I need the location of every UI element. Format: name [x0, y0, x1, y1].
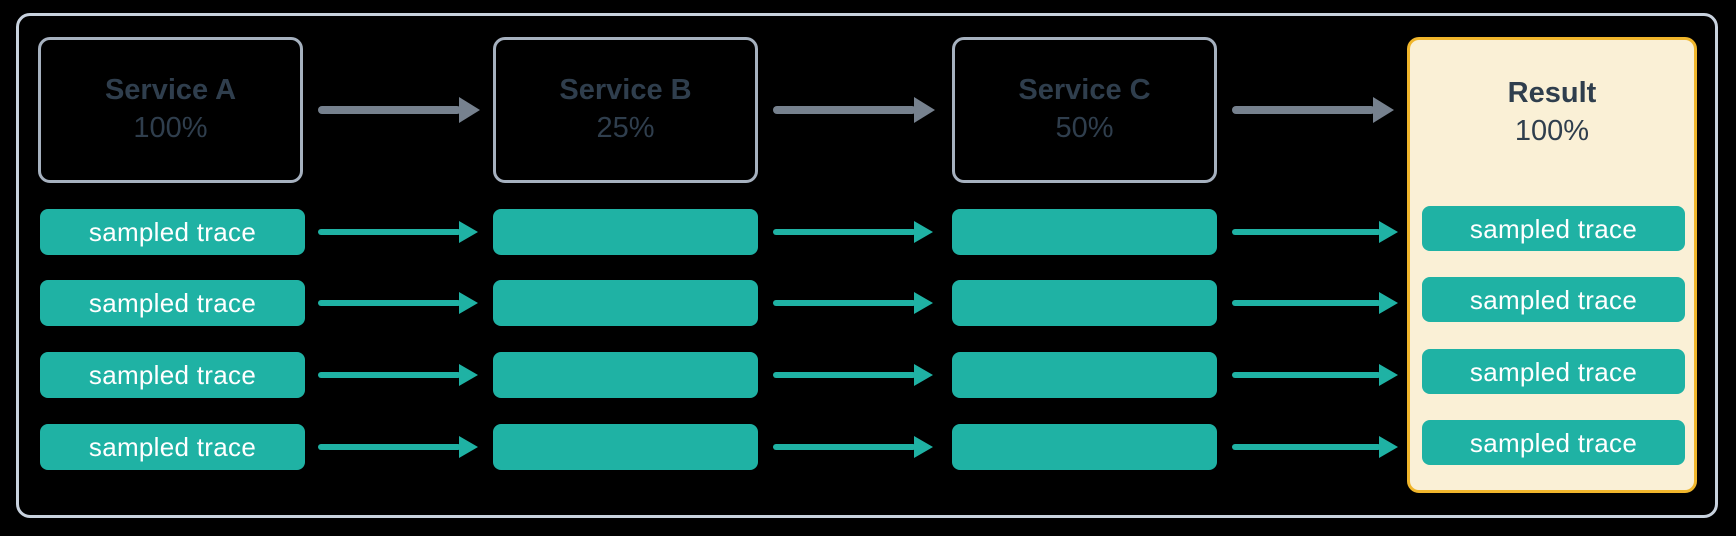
trace-arrow-icon	[1232, 219, 1398, 245]
trace-arrow-icon	[1232, 434, 1398, 460]
trace-label: sampled trace	[1469, 284, 1638, 315]
arrow-shaft	[773, 300, 916, 306]
result-trace-box-3: sampled trace	[1422, 349, 1685, 394]
trace-label: sampled trace	[88, 432, 257, 462]
arrow-shaft	[318, 300, 461, 306]
service-a-label: Service A	[104, 74, 237, 107]
trace-label: sampled trace	[1469, 356, 1638, 387]
flow-arrow-icon	[1232, 97, 1394, 123]
arrow-shaft	[318, 444, 461, 450]
arrow-shaft	[1232, 372, 1381, 378]
arrow-shaft	[1232, 229, 1381, 235]
arrow-head-icon	[914, 436, 933, 458]
arrow-shaft	[773, 229, 916, 235]
arrow-head-icon	[459, 436, 478, 458]
service-a-trace-box-1: sampled trace	[40, 209, 305, 255]
arrow-head-icon	[914, 364, 933, 386]
trace-arrow-icon	[318, 290, 478, 316]
service-b-rate: 25%	[596, 112, 655, 144]
result-trace-box-1: sampled trace	[1422, 206, 1685, 251]
diagram-frame	[16, 13, 1718, 518]
service-b-trace-box-3	[493, 352, 758, 398]
service-b-trace-box-2	[493, 280, 758, 326]
arrow-shaft	[318, 372, 461, 378]
service-b-trace-box-4	[493, 424, 758, 470]
trace-arrow-icon	[318, 219, 478, 245]
trace-arrow-icon	[1232, 362, 1398, 388]
trace-arrow-icon	[773, 290, 933, 316]
service-a-trace-box-4: sampled trace	[40, 424, 305, 470]
arrow-shaft	[1232, 444, 1381, 450]
arrow-head-icon	[459, 221, 478, 243]
arrow-head-icon	[459, 292, 478, 314]
service-c-label: Service C	[1018, 74, 1151, 107]
trace-arrow-icon	[318, 362, 478, 388]
arrow-head-icon	[914, 221, 933, 243]
arrow-head-icon	[1373, 97, 1394, 123]
trace-arrow-icon	[773, 434, 933, 460]
trace-label: sampled trace	[1469, 213, 1638, 244]
result-rate: 100%	[1514, 115, 1590, 147]
flow-arrow-icon	[773, 97, 935, 123]
service-c-trace-box-4	[952, 424, 1217, 470]
service-c-trace-box-3	[952, 352, 1217, 398]
service-a-rate: 100%	[133, 112, 208, 144]
result-trace-box-4: sampled trace	[1422, 420, 1685, 465]
arrow-head-icon	[459, 364, 478, 386]
arrow-shaft	[1232, 300, 1381, 306]
service-c-node: Service C 50%	[952, 37, 1217, 183]
arrow-shaft	[773, 106, 916, 114]
trace-arrow-icon	[318, 434, 478, 460]
service-a-trace-box-3: sampled trace	[40, 352, 305, 398]
arrow-shaft	[773, 372, 916, 378]
service-b-node: Service B 25%	[493, 37, 758, 183]
flow-arrow-icon	[318, 97, 480, 123]
trace-label: sampled trace	[88, 217, 257, 247]
service-b-label: Service B	[559, 74, 692, 107]
result-trace-box-2: sampled trace	[1422, 277, 1685, 322]
service-a-node: Service A 100%	[38, 37, 303, 183]
arrow-shaft	[318, 229, 461, 235]
service-a-trace-box-2: sampled trace	[40, 280, 305, 326]
trace-arrow-icon	[773, 362, 933, 388]
result-label: Result	[1507, 77, 1597, 110]
arrow-head-icon	[914, 97, 935, 123]
arrow-shaft	[318, 106, 461, 114]
arrow-head-icon	[914, 292, 933, 314]
result-node: Result 100% sampled trace sampled trace …	[1407, 37, 1697, 493]
result-header: Result 100%	[1410, 40, 1694, 186]
trace-label: sampled trace	[88, 288, 257, 318]
trace-arrow-icon	[1232, 290, 1398, 316]
arrow-head-icon	[1379, 221, 1398, 243]
arrow-head-icon	[1379, 436, 1398, 458]
arrow-head-icon	[1379, 364, 1398, 386]
arrow-head-icon	[459, 97, 480, 123]
service-c-rate: 50%	[1055, 112, 1114, 144]
trace-arrow-icon	[773, 219, 933, 245]
arrow-shaft	[1232, 106, 1375, 114]
service-b-trace-box-1	[493, 209, 758, 255]
arrow-head-icon	[1379, 292, 1398, 314]
arrow-shaft	[773, 444, 916, 450]
trace-label: sampled trace	[1469, 427, 1638, 458]
service-c-trace-box-1	[952, 209, 1217, 255]
service-c-trace-box-2	[952, 280, 1217, 326]
trace-label: sampled trace	[88, 360, 257, 390]
